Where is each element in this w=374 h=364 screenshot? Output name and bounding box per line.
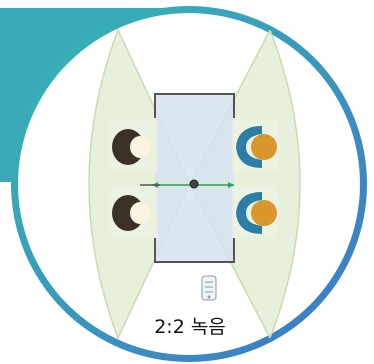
center-microphone (189, 179, 199, 189)
left-person-top (110, 120, 158, 172)
right-person-bottom (232, 186, 278, 238)
right-person-top (232, 120, 278, 172)
top-edge (0, 0, 374, 8)
microphone-icon (201, 275, 217, 301)
table (155, 94, 234, 262)
left-pickup-pattern (88, 28, 191, 340)
right-pickup-pattern (189, 28, 301, 340)
caption: 2:2 녹음 (154, 316, 226, 338)
left-person-bottom (110, 186, 158, 238)
